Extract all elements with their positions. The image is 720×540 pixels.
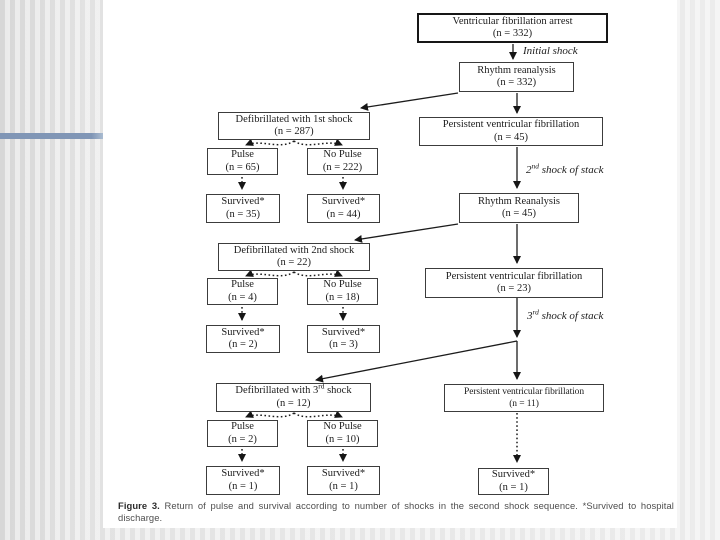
flow-box-persistent-vf-1: Persistent ventricular fibrillation (n =… [419, 117, 603, 146]
box-count: (n = 4) [228, 291, 257, 303]
flowchart-connectors [238, 44, 521, 463]
arrow-label-3rd-shock: 3rd shock of stack [527, 307, 604, 322]
box-count: (n = 332) [496, 77, 537, 88]
box-count: (n = 23) [497, 283, 531, 294]
flow-box-pulse-2: Pulse (n = 4) [207, 278, 278, 305]
box-count: (n = 45) [494, 131, 528, 143]
arrow-label-initial-shock: Initial shock [523, 45, 578, 57]
figure-caption: Figure 3. Return of pulse and survival a… [118, 500, 674, 523]
arrow-defib2-to-pulse2 [245, 269, 295, 277]
box-count: (n = 1) [329, 480, 358, 492]
box-title: Survived* [221, 196, 265, 207]
box-title: Survived* [321, 468, 366, 479]
arrow-defib3-to-pulse3 [245, 410, 295, 418]
arrow-rhythm2-to-defib2 [354, 223, 459, 243]
arrow-rhythm1-to-defib1 [360, 92, 459, 111]
box-title: Persistent ventricular fibrillation [445, 270, 583, 282]
arrow-junction-to-defib3 [315, 340, 518, 383]
box-title: Persistent ventricular fibrillation [464, 386, 584, 397]
box-title: Survived* [491, 469, 536, 480]
box-count: (n = 287) [274, 126, 314, 137]
arrow-defib1-to-pulse1 [245, 138, 295, 146]
flow-box-survived-1a: Survived* (n = 35) [206, 194, 280, 223]
flow-box-survived-3c: Survived* (n = 1) [478, 468, 549, 495]
box-count: (n = 222) [322, 161, 363, 173]
arrow-label-2nd-shock: 2nd shock of stack [526, 161, 604, 176]
box-count: (n = 332) [492, 28, 533, 39]
box-count: (n = 22) [277, 257, 311, 268]
box-count: (n = 1) [499, 481, 528, 493]
box-title: Survived* [221, 468, 265, 479]
flow-box-survived-2a: Survived* (n = 2) [206, 325, 280, 353]
box-title: Pulse [231, 279, 254, 290]
flow-box-survived-3b: Survived* (n = 1) [307, 466, 380, 495]
flow-box-defib-2nd-shock: Defibrillated with 2nd shock (n = 22) [218, 243, 370, 271]
box-count: (n = 12) [276, 397, 311, 409]
box-count: (n = 44) [326, 208, 361, 220]
box-count: (n = 11) [509, 399, 539, 409]
flow-box-no-pulse-3: No Pulse (n = 10) [307, 420, 378, 447]
arrow-defib3-to-nopulse3 [293, 410, 343, 418]
box-title: Rhythm Reanalysis [478, 195, 560, 207]
box-count: (n = 18) [325, 291, 360, 303]
box-title: Defibrillated with 2nd shock [233, 244, 355, 256]
box-title: No Pulse [323, 279, 362, 290]
box-count: (n = 2) [228, 433, 257, 445]
box-count: (n = 45) [502, 208, 536, 219]
flow-box-vf-arrest: Ventricular fibrillation arrest (n = 332… [417, 13, 608, 43]
box-title: Rhythm reanalysis [477, 64, 556, 76]
box-title: Survived* [321, 326, 366, 338]
box-title: Pulse [231, 149, 254, 160]
flow-box-persistent-vf-2: Persistent ventricular fibrillation (n =… [425, 268, 603, 298]
figure-panel: Ventricular fibrillation arrest (n = 332… [103, 0, 677, 528]
box-count: (n = 3) [329, 339, 358, 350]
flow-box-defib-1st-shock: Defibrillated with 1st shock (n = 287) [218, 112, 370, 140]
flow-box-no-pulse-1: No Pulse (n = 222) [307, 148, 378, 175]
box-count: (n = 65) [225, 161, 260, 173]
flow-box-rhythm-reanalysis-2: Rhythm Reanalysis (n = 45) [459, 193, 579, 223]
accent-bar [0, 133, 104, 139]
flow-box-survived-3a: Survived* (n = 1) [206, 466, 280, 495]
flow-box-defib-3rd-shock: Defibrillated with 3rd shock (n = 12) [216, 381, 371, 412]
flow-box-survived-2b: Survived* (n = 3) [307, 325, 380, 353]
flow-box-no-pulse-2: No Pulse (n = 18) [307, 278, 378, 305]
box-count: (n = 35) [226, 208, 260, 220]
figure-caption-text: Return of pulse and survival according t… [118, 500, 674, 523]
box-title: Pulse [231, 421, 254, 432]
box-title: Survived* [221, 326, 265, 338]
box-title: Defibrillated with 1st shock [235, 113, 353, 125]
box-count: (n = 1) [228, 480, 258, 492]
arrow-defib1-to-nopulse1 [293, 138, 343, 146]
box-title: Ventricular fibrillation arrest [452, 15, 573, 27]
box-title: Defibrillated with 3rd shock [235, 381, 352, 396]
box-title: No Pulse [323, 421, 362, 432]
box-title: Persistent ventricular fibrillation [442, 119, 580, 130]
figure-caption-label: Figure 3. [118, 500, 160, 511]
box-count: (n = 10) [325, 433, 360, 445]
flow-box-pulse-1: Pulse (n = 65) [207, 148, 278, 175]
box-count: (n = 2) [228, 339, 258, 350]
flow-box-persistent-vf-3: Persistent ventricular fibrillation (n =… [444, 384, 604, 412]
flow-box-survived-1b: Survived* (n = 44) [307, 194, 380, 223]
arrow-defib2-to-nopulse2 [293, 269, 343, 277]
box-title: No Pulse [323, 149, 362, 160]
flow-box-pulse-3: Pulse (n = 2) [207, 420, 278, 447]
box-title: Survived* [321, 196, 366, 207]
flow-box-rhythm-reanalysis-1: Rhythm reanalysis (n = 332) [459, 62, 574, 92]
